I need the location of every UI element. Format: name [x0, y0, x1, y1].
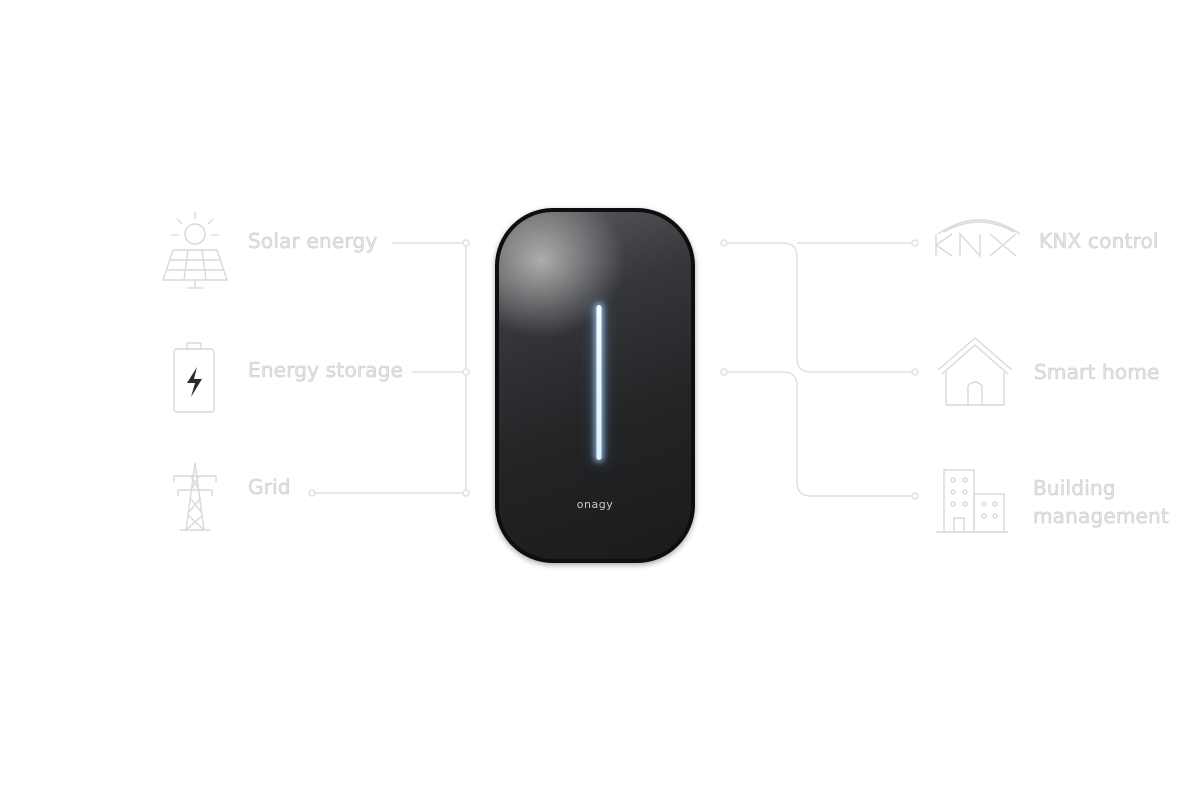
status-light-bar: [596, 305, 602, 460]
storage-node: [462, 368, 470, 376]
grid-node: [462, 489, 470, 497]
building-icon: [936, 469, 1008, 533]
device-brand-label: onagy: [576, 498, 614, 511]
power-pylon-icon: [173, 462, 217, 531]
building-node: [911, 492, 919, 500]
right-mid-connector: [724, 371, 915, 497]
solar-node: [462, 239, 470, 247]
right-mid-node: [720, 368, 728, 376]
solar-energy-label: Solar energy: [248, 229, 378, 254]
energy-storage-label: Energy storage: [248, 358, 404, 383]
house-icon: [937, 337, 1013, 406]
knx-node: [911, 239, 919, 247]
device-face: onagy: [499, 212, 691, 559]
smart-home-label: Smart home: [1034, 360, 1160, 385]
knx-control-label: KNX control: [1039, 229, 1159, 254]
building-management-label-line2: management: [1033, 504, 1169, 529]
grid-label: Grid: [248, 475, 291, 500]
right-top-node: [720, 239, 728, 247]
smart-home-node: [911, 368, 919, 376]
solar-panel-icon: [162, 212, 228, 289]
building-management-label-line1: Building: [1033, 476, 1116, 501]
right-top-connector: [724, 242, 915, 373]
battery-icon: [173, 342, 215, 413]
grid-end-node: [308, 489, 316, 497]
knx-logo-icon: [935, 219, 1021, 258]
wallbox-device: onagy: [495, 208, 695, 563]
